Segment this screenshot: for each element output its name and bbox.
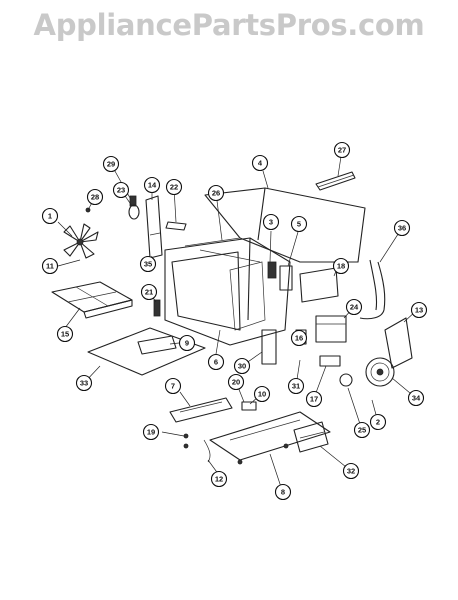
electrical-components: [295, 259, 413, 387]
callout-36: 36: [393, 219, 411, 237]
svg-text:26: 26: [212, 189, 220, 198]
control-parts: [261, 261, 293, 365]
svg-text:14: 14: [148, 181, 157, 190]
light-assembly: [137, 299, 177, 355]
svg-text:18: 18: [337, 262, 345, 271]
svg-text:27: 27: [338, 146, 346, 155]
callout-7: 7: [164, 377, 182, 395]
callout-22: 22: [165, 178, 183, 196]
svg-text:24: 24: [350, 303, 359, 312]
callout-21: 21: [140, 283, 158, 301]
svg-text:34: 34: [412, 394, 421, 403]
callout-23: 23: [112, 181, 130, 199]
svg-text:12: 12: [215, 475, 223, 484]
svg-text:4: 4: [258, 159, 263, 168]
callout-27: 27: [333, 141, 351, 159]
svg-text:31: 31: [292, 382, 300, 391]
callout-9: 9: [178, 334, 196, 352]
svg-text:32: 32: [347, 467, 355, 476]
callout-10: 10: [253, 385, 271, 403]
callout-32: 32: [342, 462, 360, 480]
svg-text:20: 20: [232, 378, 240, 387]
svg-text:5: 5: [297, 220, 301, 229]
svg-text:16: 16: [295, 334, 303, 343]
callout-24: 24: [345, 298, 363, 316]
leader-lines: [57, 149, 418, 491]
callout-26: 26: [207, 184, 225, 202]
base-assembly: [169, 397, 331, 465]
svg-text:6: 6: [214, 358, 218, 367]
callout-29: 29: [102, 155, 120, 173]
svg-text:21: 21: [145, 288, 153, 297]
fan-bracket: [85, 195, 187, 259]
callout-6: 6: [207, 353, 225, 371]
callout-16: 16: [290, 329, 308, 347]
svg-text:10: 10: [258, 390, 266, 399]
callout-17: 17: [305, 390, 323, 408]
fan-blade: [63, 223, 99, 259]
oven-cavity: [164, 237, 291, 346]
callout-34: 34: [407, 389, 425, 407]
svg-text:1: 1: [48, 212, 52, 221]
svg-text:22: 22: [170, 183, 178, 192]
svg-text:2: 2: [376, 418, 380, 427]
svg-text:13: 13: [415, 306, 423, 315]
svg-text:35: 35: [144, 260, 152, 269]
callout-20: 20: [227, 373, 245, 391]
svg-text:17: 17: [310, 395, 318, 404]
callout-4: 4: [251, 154, 269, 172]
callout-12: 12: [210, 470, 228, 488]
svg-text:29: 29: [107, 160, 115, 169]
svg-text:3: 3: [269, 218, 273, 227]
callout-30: 30: [233, 357, 251, 375]
ceramic-shelf: [87, 327, 206, 376]
svg-text:8: 8: [281, 488, 285, 497]
cabinet-wrapper: [204, 187, 366, 263]
callout-5: 5: [290, 215, 308, 233]
svg-text:28: 28: [91, 193, 99, 202]
svg-text:30: 30: [238, 362, 246, 371]
callout-25: 25: [353, 421, 371, 439]
waveguide-cover: [51, 281, 133, 319]
callout-18: 18: [332, 257, 350, 275]
svg-text:23: 23: [117, 186, 125, 195]
callout-3: 3: [262, 213, 280, 231]
svg-text:15: 15: [61, 330, 69, 339]
callout-11: 11: [41, 257, 59, 275]
callout-35: 35: [139, 255, 157, 273]
callout-19: 19: [142, 423, 160, 441]
callout-15: 15: [56, 325, 74, 343]
callout-33: 33: [75, 374, 93, 392]
svg-text:33: 33: [80, 379, 88, 388]
svg-text:7: 7: [171, 382, 175, 391]
callout-28: 28: [86, 188, 104, 206]
callout-14: 14: [143, 176, 161, 194]
svg-text:9: 9: [185, 339, 189, 348]
lamp: [315, 171, 356, 191]
svg-text:11: 11: [46, 262, 54, 271]
callout-1: 1: [41, 207, 59, 225]
callout-13: 13: [410, 301, 428, 319]
callout-8: 8: [274, 483, 292, 501]
svg-text:19: 19: [147, 428, 155, 437]
svg-text:25: 25: [358, 426, 366, 435]
callout-31: 31: [287, 377, 305, 395]
callout-2: 2: [369, 413, 387, 431]
watermark-logo: AppliancePartsPros.com: [33, 8, 425, 42]
svg-text:36: 36: [398, 224, 406, 233]
